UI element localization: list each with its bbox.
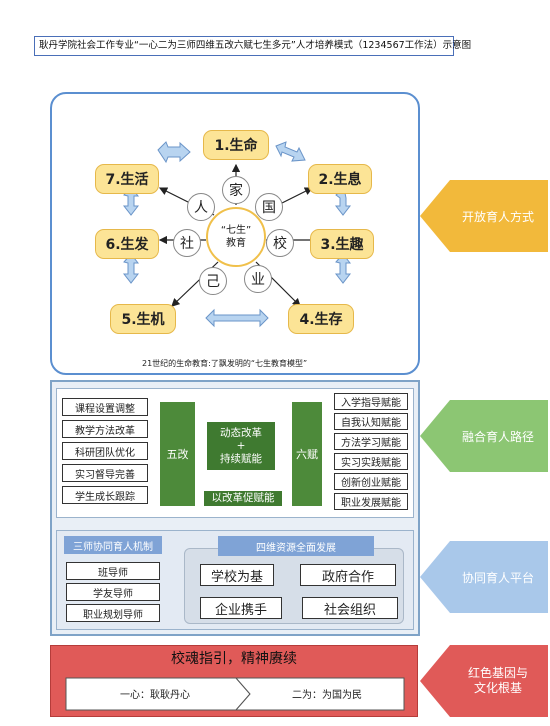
mentor-item-3: 职业规划导师 (66, 604, 160, 622)
side-label-open: 开放育人方式 (461, 209, 534, 224)
dim-social-org: 社会组织 (302, 597, 398, 619)
page-title: 耿丹学院社会工作专业“一心二为三师四维五改六赋七生多元”人才培养模式（12345… (34, 36, 471, 56)
one-heart-text: 一心：耿耿丹心 (120, 690, 190, 701)
ring-school: 校 (266, 229, 294, 257)
empower-item-3: 方法学习赋能 (334, 433, 408, 450)
side-label-platform: 协同育人平台 (461, 570, 534, 585)
red-line-2: 文化根基 (473, 681, 522, 695)
three-mentors-header: 三师协同育人机制 (64, 536, 162, 554)
soul-heading: 校魂指引，精神赓续 (171, 651, 297, 667)
mentor-item-1: 班导师 (66, 562, 160, 580)
red-line-1: 红色基因与 (467, 666, 528, 680)
empower-item-4: 实习实践赋能 (334, 453, 408, 470)
reform-item-2: 教学方法改革 (62, 420, 148, 438)
side-label-red: 红色基因与 文化根基 (448, 645, 548, 717)
life-item-7: 7.生活 (95, 164, 159, 194)
ring-country: 国 (255, 193, 283, 221)
ring-society: 社 (173, 229, 201, 257)
six-empower-label: 六赋 (292, 402, 322, 506)
middle-line-2: 持续赋能 (220, 452, 262, 465)
center-subtitle: 教育 (226, 238, 246, 249)
middle-plus: + (236, 439, 246, 452)
life-item-4: 4.生存 (288, 304, 354, 334)
reform-item-3: 科研团队优化 (62, 442, 148, 460)
middle-line-1: 动态改革 (220, 426, 262, 439)
dim-enterprise: 企业携手 (200, 597, 282, 619)
two-for-text: 二为：为国为民 (292, 690, 362, 701)
dim-government: 政府合作 (300, 564, 396, 586)
empower-item-6: 职业发展赋能 (334, 493, 408, 510)
life-item-3: 3.生趣 (310, 229, 374, 259)
empower-item-1: 入学指导赋能 (334, 393, 408, 410)
four-dim-header: 四维资源全面发展 (218, 536, 374, 556)
reform-item-1: 课程设置调整 (62, 398, 148, 416)
dynamic-reform-box: 动态改革 + 持续赋能 (206, 421, 276, 471)
life-item-5: 5.生机 (110, 304, 176, 334)
five-reforms-label: 五改 (160, 402, 195, 506)
life-item-1: 1.生命 (203, 130, 269, 160)
reform-promote-box: 以改革促赋能 (203, 490, 283, 507)
ring-self: 己 (199, 267, 227, 295)
reform-item-5: 学生成长跟踪 (62, 486, 148, 504)
center-title: “七生” (220, 225, 252, 236)
seven-life-center: “七生” 教育 (206, 207, 266, 267)
side-label-path: 融合育人路径 (461, 429, 534, 444)
empower-item-5: 创新创业赋能 (334, 473, 408, 490)
ring-career: 业 (244, 265, 272, 293)
life-item-2: 2.生息 (308, 164, 372, 194)
life-item-6: 6.生发 (95, 229, 159, 259)
ring-family: 家 (222, 176, 250, 204)
ring-people: 人 (187, 193, 215, 221)
empower-item-2: 自我认知赋能 (334, 413, 408, 430)
dim-school: 学校为基 (200, 564, 274, 586)
mentor-item-2: 学友导师 (66, 583, 160, 601)
reform-item-4: 实习督导完善 (62, 464, 148, 482)
model-caption: 21世纪的生命教育:了飘发明的“七生教育模型” (142, 359, 308, 368)
